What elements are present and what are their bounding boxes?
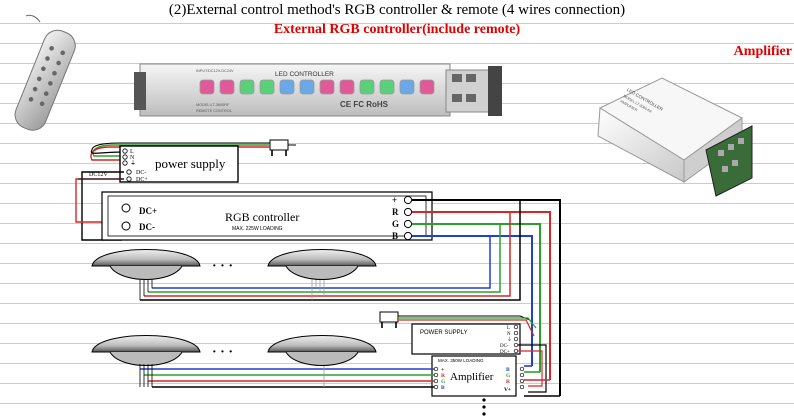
lamp-icon [267,335,377,366]
lamp-icon [91,335,201,387]
ps2-terminal-n: N [507,332,511,337]
vertical-continuation-dots [482,398,486,416]
amp-in-b: B [441,385,445,391]
amp-in-r: R [441,373,446,379]
mains-plug-icon [269,139,296,156]
controller-photo-model: MODEL:LT-3600RF [196,103,230,107]
amplifier-image: LED CONTROLLER MODEL:LT-3060-6A AMPLIFIE… [597,77,753,197]
ps-terminal-dcplus: DC+ [136,177,148,183]
amp-out-r: R [506,379,511,385]
ps-terminal-ground: ⏚ [130,160,136,167]
rgb-in-dcplus: DC+ [139,206,157,216]
amp-in-g: G [441,379,446,385]
dc12v-label: DC12V [89,172,108,178]
controller-photo-remote: REMOTE CONTROL [196,109,232,113]
lamp-row-1-dots: · · · [212,259,233,274]
controller-photo-cert: CE FC RoHS [340,100,389,109]
amplifier-box-label: Amplifier [450,371,494,383]
ps2-terminal-ground: ⏚ [507,336,512,343]
led-controller-image: LED CONTROLLER INPUT:DC12V-DC24V MODEL:L… [134,63,502,117]
amp-in-plus: + [441,367,444,373]
amplifier-box-sublabel: MAX. 350W LOADING [438,358,484,363]
controller-photo-input: INPUT:DC12V-DC24V [196,69,234,73]
ps-terminal-l: L [130,149,134,155]
rgb-out-g: G [392,219,399,229]
section-subtitle: External RGB controller(include remote) [273,22,521,37]
power-supply-box: power supply L N ⏚ DC- DC+ [119,145,239,183]
controller-photo-label: LED CONTROLLER [275,71,334,78]
lamp-icon [91,249,201,300]
lamp-row-1: · · · [91,249,377,300]
amplifier-title: Amplifier [733,44,792,59]
power-supply-2-label: POWER SUPPLY [420,330,468,336]
amplifier-box: Amplifier MAX. 350W LOADING + R G B B G … [431,355,525,397]
rgb-out-r: R [392,207,399,217]
rgb-out-b: B [392,231,398,241]
amp-out-b: B [506,367,510,373]
page-title: (2)External control method's RGB control… [168,2,626,18]
remote-control-image [14,14,76,131]
rgb-controller-sublabel: MAX. 225W LOADING [232,226,283,232]
power-supply-label: power supply [155,156,226,171]
ps-terminal-n: N [130,155,135,161]
lamp-row-2: · · · [91,335,377,387]
lamp-row-2-dots: · · · [212,345,233,360]
rgb-controller-box: RGB controller MAX. 225W LOADING DC+ DC-… [101,191,433,241]
power-supply-2-box: POWER SUPPLY L N ⏚ DC- DC+ [411,323,521,355]
ps2-terminal-dcplus: DC+ [500,350,510,355]
rgb-out-plus: + [392,195,397,205]
ps2-terminal-dcminus: DC- [500,344,509,349]
mains-plug-icon-2 [379,311,399,328]
amp-out-vplus: V+ [504,387,511,393]
rgb-controller-label: RGB controller [225,210,299,224]
amp-out-g: G [506,373,511,379]
rgb-in-dcminus: DC- [139,222,155,232]
ps2-terminal-l: L [507,326,510,331]
lamp-icon [267,249,377,280]
ps-terminal-dcminus: DC- [136,170,146,176]
